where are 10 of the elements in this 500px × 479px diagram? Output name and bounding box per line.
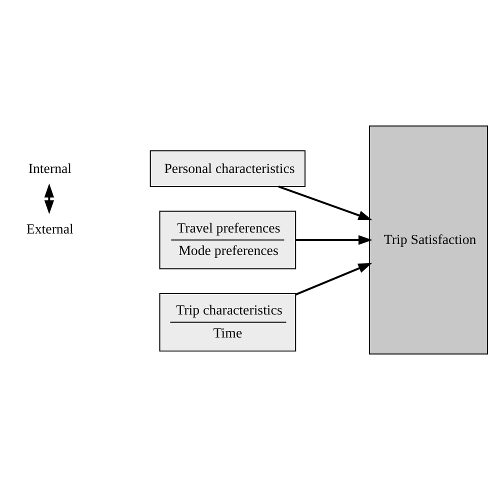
node-text: Internal: [28, 161, 72, 176]
arrow: [44, 183, 54, 214]
arrow: [296, 234, 372, 244]
node-box: Travel preferences Mode preferences: [159, 210, 296, 269]
node-text: External: [26, 222, 74, 237]
arrow: [295, 262, 372, 295]
node-box: Trip characteristics Time: [159, 292, 296, 352]
node-box: Personal characteristics: [150, 150, 306, 186]
arrow: [278, 185, 372, 220]
node-box: Trip Satisfaction: [369, 124, 488, 354]
